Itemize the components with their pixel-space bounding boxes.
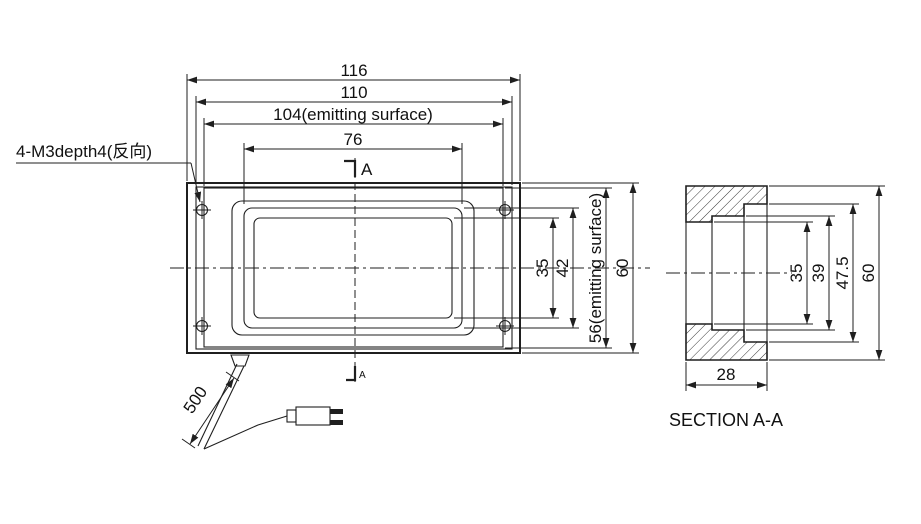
dim-body-width: 110 [195,83,513,185]
cable-line [197,363,238,447]
note-leader-line [190,162,202,203]
section-marker-bracket-top [344,159,357,177]
section-view [666,185,792,361]
mounting-note-label: 4-M3depth4(反向) [16,142,152,161]
connector-pin [330,409,343,414]
section-cut: A A [344,158,373,384]
dim-inner-height-section: 39 [746,215,835,331]
section-marker-label-top: A [361,160,373,179]
dim-window-width: 76 [243,130,463,204]
screw-hole-center-marks [193,201,514,335]
dim-emitting-width: 104(emitting surface) [203,105,504,186]
dim-body-width-label: 110 [340,83,367,102]
dim-depth-section: 28 [685,362,768,391]
mounting-note: 4-M3depth4(反向) [16,142,202,203]
dim-window-width-label: 76 [344,130,363,149]
section-title: SECTION A-A [669,410,783,430]
dim-bezel-height: 42 [464,207,579,329]
dim-emitting-width-label: 104(emitting surface) [273,105,433,124]
dim-bezel-height-label: 42 [553,259,572,278]
dim-cavity-height-section: 47.5 [769,203,859,343]
section-hatch-top [685,185,768,223]
section-marker-label-bottom: A [359,370,366,381]
connector-pin [330,420,343,425]
dim-cable-length: 500 [180,371,240,449]
dim-overall-width-label: 116 [340,61,367,80]
dim-depth-section-label: 28 [717,365,736,384]
dim-emitting-height: 56(emitting surface) [505,187,612,349]
dim-overall-height-section: 60 [769,185,885,361]
dim-window-height-label: 35 [533,259,552,278]
dim-emitting-height-label: 56(emitting surface) [586,193,605,343]
dimension-line [189,377,235,445]
dim-window-height: 35 [454,217,559,319]
extension-tick [225,371,240,382]
cable-assembly [197,354,343,450]
dim-overall-height-section-label: 60 [859,264,878,283]
connector-body [295,406,331,426]
cable-line [203,365,245,450]
dim-opening-height-section-label: 35 [787,264,806,283]
extension-tick [181,438,196,449]
dim-inner-height-section-label: 39 [809,264,828,283]
dim-opening-height-section: 35 [714,221,813,325]
dim-overall-height-front: 60 [522,182,639,354]
window-outline [243,207,463,329]
connector-wire [203,415,288,450]
dim-cavity-height-section-label: 47.5 [833,256,852,289]
dim-cable-length-label: 500 [180,383,212,417]
connector-crimp [286,409,297,423]
section-marker-bracket-bottom [346,366,357,382]
cable-strain-relief [230,354,250,367]
section-hatch-bottom [685,323,768,361]
dim-overall-height-front-label: 60 [613,259,632,278]
